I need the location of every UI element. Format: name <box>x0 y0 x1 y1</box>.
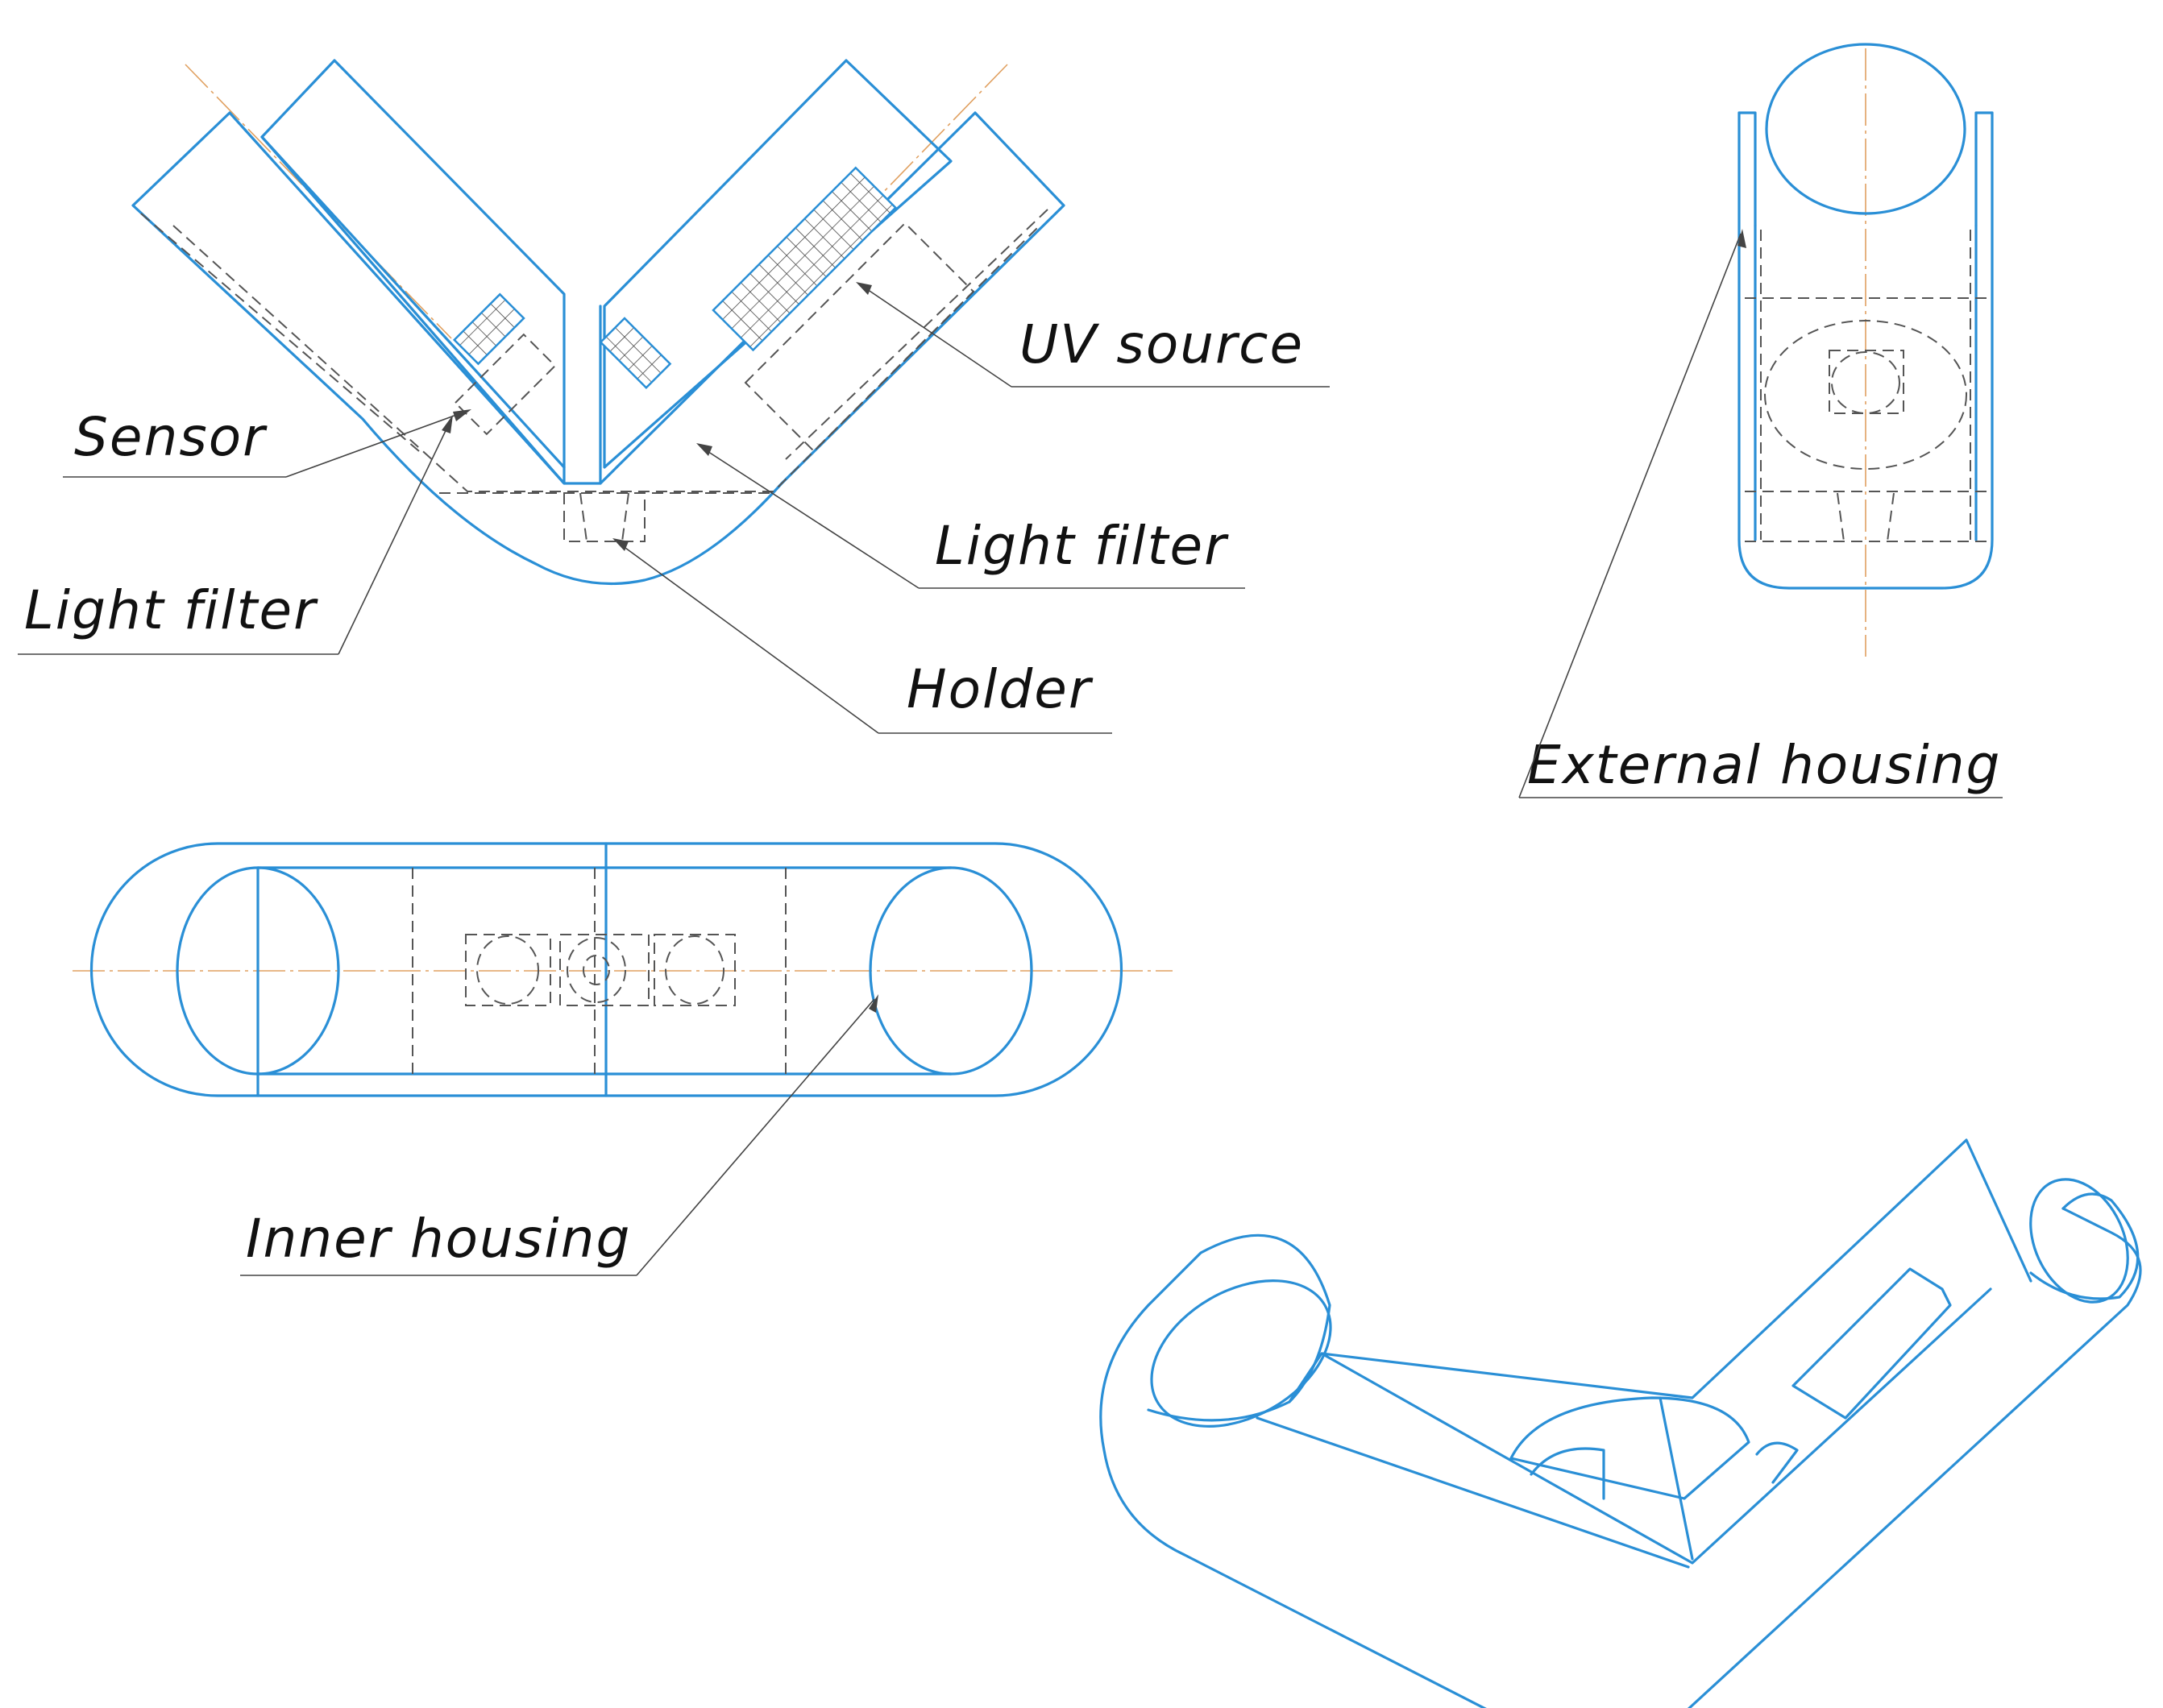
external-housing-label: External housing <box>1527 734 2001 796</box>
isometric-view <box>1099 1138 2142 1708</box>
front-hidden-right-wall <box>785 209 1048 460</box>
light-filter-left-label: Light filter <box>24 579 318 641</box>
iso-central-arc-right <box>1755 1441 1799 1484</box>
top-hidden-sensor <box>465 934 551 1006</box>
uv-source-element <box>712 166 898 352</box>
top-hidden-uv-block <box>654 934 736 1006</box>
holder-arrow <box>612 538 629 551</box>
iso-top-ridge <box>1288 1138 2032 1403</box>
uv-source-leader <box>861 285 1012 388</box>
top-outer-body <box>89 842 1123 1097</box>
side-body <box>1737 111 1994 590</box>
sensor-leader <box>285 410 468 478</box>
front-outer-body <box>131 111 1065 586</box>
light-filter-left-arrow <box>442 415 453 433</box>
top-labels: Inner housing <box>240 994 878 1276</box>
side-labels: External housing <box>1518 229 2003 798</box>
iso-inner-floor <box>1320 1287 1992 1565</box>
holder-element <box>563 492 646 542</box>
top-hidden-filter-ring-outer <box>567 937 626 1003</box>
front-left-arm <box>260 59 566 485</box>
side-view <box>1737 43 1994 657</box>
iso-central-arc-left <box>1530 1447 1605 1500</box>
inner-housing-arrow <box>869 994 878 1013</box>
iso-inner-ridge <box>1256 1416 1690 1569</box>
right-light-filter <box>599 317 672 390</box>
side-hidden-holder <box>1837 492 1895 542</box>
front-left-arm-edge <box>260 135 566 469</box>
side-top-opening <box>1765 43 1966 215</box>
external-housing-arrow <box>1737 229 1746 248</box>
light-filter-right-label: Light filter <box>935 515 1229 577</box>
external-housing-leader <box>1518 233 1742 798</box>
top-hidden-filter-block <box>559 934 650 1006</box>
left-light-filter <box>452 292 525 366</box>
holder-label: Holder <box>907 658 1094 720</box>
sensor-arrow <box>453 409 471 421</box>
iso-left-opening <box>1150 1279 1332 1428</box>
side-top-lip-right <box>1974 111 1994 227</box>
iso-outer-shell <box>1099 1207 2142 1708</box>
iso-right-opening <box>2029 1178 2129 1304</box>
inner-housing-label: Inner housing <box>246 1208 631 1270</box>
front-hidden-left-wall <box>140 213 420 452</box>
top-view <box>73 842 1173 1097</box>
side-hidden-ellipse-inner <box>1831 351 1900 414</box>
iso-central-dome <box>1509 1396 1750 1500</box>
side-hidden-ellipse-outer <box>1764 320 1967 470</box>
inner-housing-leader <box>636 998 875 1276</box>
sensor-label: Sensor <box>74 406 268 468</box>
top-hidden-filter-ring-inner <box>583 955 610 985</box>
side-top-lip-left <box>1737 111 1757 227</box>
uv-source-arrow <box>856 282 872 295</box>
top-hidden-sensor-lens <box>476 935 539 1005</box>
iso-uv-block <box>1791 1267 1952 1420</box>
iso-left-end <box>1147 1233 1331 1422</box>
side-hidden-square <box>1829 350 1904 414</box>
light-filter-right-arrow <box>696 443 712 456</box>
front-view <box>131 59 1065 586</box>
light-filter-left-leader <box>338 418 452 655</box>
uv-source-label: UV source <box>1019 313 1304 375</box>
top-hidden-uv-lens <box>665 935 724 1005</box>
front-labels: Sensor Light filter UV source Light filt… <box>18 282 1330 734</box>
light-filter-right-leader <box>700 446 920 589</box>
holder-leader <box>616 541 879 734</box>
iso-central-divider <box>1659 1396 1694 1561</box>
